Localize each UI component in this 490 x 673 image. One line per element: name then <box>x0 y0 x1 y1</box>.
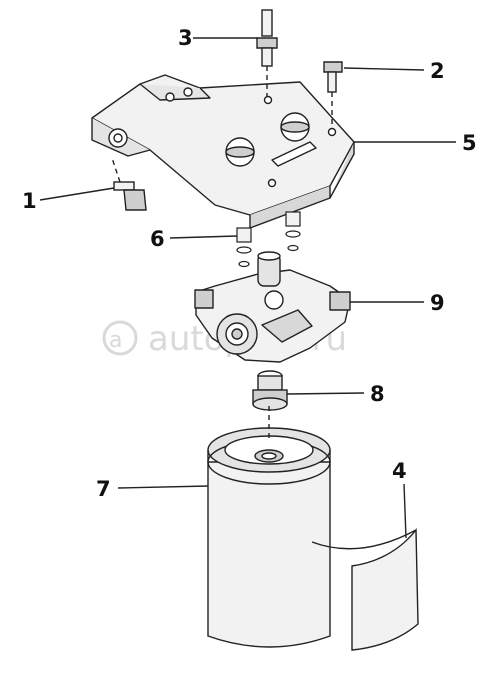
leader-line-1 <box>39 187 115 201</box>
leader-lines <box>39 37 456 539</box>
leader-line-8 <box>286 392 365 395</box>
watermark-logo-icon: a <box>102 320 138 356</box>
fittings-part-6 <box>236 211 301 268</box>
callout-9: 9 <box>430 291 445 315</box>
callout-3: 3 <box>178 26 193 50</box>
bolt-part-2 <box>323 61 343 126</box>
leader-line-7 <box>117 485 209 489</box>
filter-cartridge-part-7 <box>207 406 331 648</box>
callout-7: 7 <box>96 477 111 501</box>
mounting-bracket-part-5 <box>91 74 355 229</box>
callout-5: 5 <box>462 131 477 155</box>
callout-8: 8 <box>370 382 385 406</box>
callout-6: 6 <box>150 227 165 251</box>
leader-line-2 <box>343 67 425 71</box>
callout-4: 4 <box>392 459 407 483</box>
stud-part-3 <box>256 9 278 96</box>
callout-2: 2 <box>430 59 445 83</box>
nipple-part-8 <box>252 370 288 411</box>
bolt-part-1 <box>111 157 147 211</box>
svg-text:a: a <box>109 328 122 353</box>
leader-line-6 <box>169 235 238 239</box>
callout-1: 1 <box>22 189 37 213</box>
filter-head-part-9 <box>194 251 351 363</box>
label-part-4 <box>311 528 419 651</box>
leader-line-4 <box>403 483 407 539</box>
